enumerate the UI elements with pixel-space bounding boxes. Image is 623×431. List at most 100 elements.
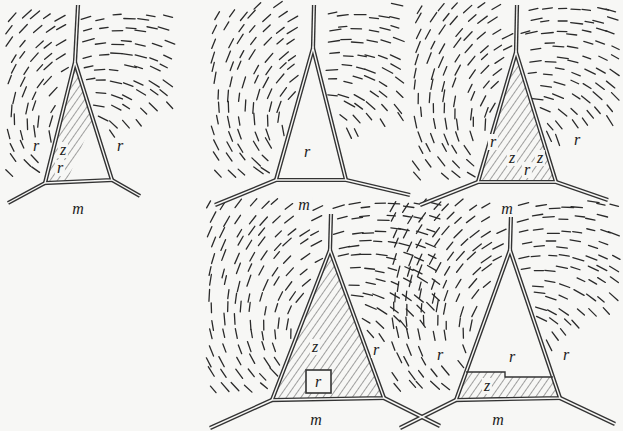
grain-dash <box>207 201 211 208</box>
grain-dash <box>518 203 528 206</box>
grain-dash <box>258 237 265 246</box>
grain-dash <box>398 113 403 121</box>
grain-dash <box>606 31 615 34</box>
grain-dash <box>250 320 252 329</box>
grain-dash <box>244 385 251 392</box>
grain-dash <box>582 118 587 125</box>
grain-dash <box>391 282 398 285</box>
grain-dash <box>548 124 553 130</box>
grain-dash <box>230 10 235 17</box>
grain-dash <box>262 155 268 161</box>
grain-boundary <box>215 180 276 205</box>
grain-dash <box>397 266 400 277</box>
inclusion-outline <box>306 370 331 393</box>
grain-dash <box>545 42 554 44</box>
grain-dash <box>287 39 294 44</box>
grain-dash <box>111 52 122 54</box>
grain-dash <box>380 119 385 126</box>
grain-dash <box>49 131 51 142</box>
grain-dash <box>452 78 455 87</box>
grain-dash <box>266 66 272 74</box>
grain-dash <box>482 203 490 208</box>
grain-dash <box>27 119 29 130</box>
grain-dash <box>8 75 11 83</box>
grain-dash <box>13 92 16 103</box>
grain-dash <box>554 82 565 85</box>
grain-dash <box>111 95 122 99</box>
grain-boundary <box>400 400 456 428</box>
grain-dash <box>393 302 394 311</box>
grain-dash <box>164 55 172 59</box>
grain-dash <box>235 293 236 303</box>
grain-dash <box>571 206 582 208</box>
grain-dash <box>280 63 286 69</box>
grain-dash <box>151 66 161 71</box>
grain-dash <box>20 131 22 140</box>
grain-dash <box>481 65 489 73</box>
grain-dash <box>438 4 444 11</box>
grain-dash <box>567 34 577 35</box>
grain-dash <box>212 321 214 331</box>
grain-dash <box>261 168 269 173</box>
grain-dash <box>56 54 65 60</box>
grain-dash <box>20 52 25 59</box>
grain-dash <box>409 371 415 380</box>
grain-dash <box>376 254 387 256</box>
grain-dash <box>454 38 461 47</box>
phase-label: r <box>561 347 571 363</box>
grain-dash <box>57 25 66 30</box>
grain-dash <box>287 27 297 33</box>
grain-dash <box>349 246 359 247</box>
grain-dash <box>263 320 264 330</box>
grain-dash <box>300 269 307 274</box>
grain-dash <box>547 131 552 141</box>
grain-dash <box>224 276 226 285</box>
grain-dash <box>22 87 26 97</box>
grain-dash <box>577 278 585 282</box>
grain-dash <box>568 60 578 63</box>
grain-dash <box>209 267 211 276</box>
grain-dash <box>559 255 569 257</box>
grain-boundary <box>420 182 478 205</box>
grain-dash <box>255 132 258 141</box>
grain-dash <box>373 294 384 298</box>
grain-dash <box>588 201 599 203</box>
grain-dash <box>290 329 292 338</box>
grain-dash <box>598 278 606 283</box>
grain-dash <box>84 29 92 31</box>
grain-dash <box>473 268 480 275</box>
grain-dash <box>338 94 348 97</box>
grain-dash <box>392 318 394 328</box>
grain-dash <box>403 229 407 238</box>
grain-dash <box>349 285 359 286</box>
grain-dash <box>353 233 363 234</box>
phase-label: z <box>507 150 517 166</box>
grain-dash <box>534 245 544 247</box>
grain-dash <box>271 199 277 205</box>
grain-dash <box>96 92 106 94</box>
grain-dash <box>311 231 319 235</box>
grain-dash <box>288 56 295 61</box>
grain-dash <box>469 15 476 22</box>
grain-dash <box>589 280 597 284</box>
grain-dash <box>556 134 560 145</box>
grain-dash <box>582 96 590 103</box>
grain-dash <box>282 125 284 135</box>
grain-dash <box>222 269 224 278</box>
grain-dash <box>560 284 570 288</box>
grain-dash <box>208 367 214 377</box>
grain-dash <box>470 131 473 140</box>
grain-dash <box>546 340 551 351</box>
grain-dash <box>431 381 440 389</box>
grain-dash <box>210 329 212 339</box>
grain-dash <box>536 307 547 310</box>
grain-dash <box>235 253 240 263</box>
grain-dash <box>493 29 501 34</box>
grain-dash <box>431 369 437 376</box>
grain-dash <box>482 54 488 60</box>
grain-dash <box>552 332 558 340</box>
grain-dash <box>493 256 501 260</box>
grain-dash <box>483 81 489 88</box>
grain-dash <box>44 76 52 84</box>
grain-dash <box>237 230 241 237</box>
